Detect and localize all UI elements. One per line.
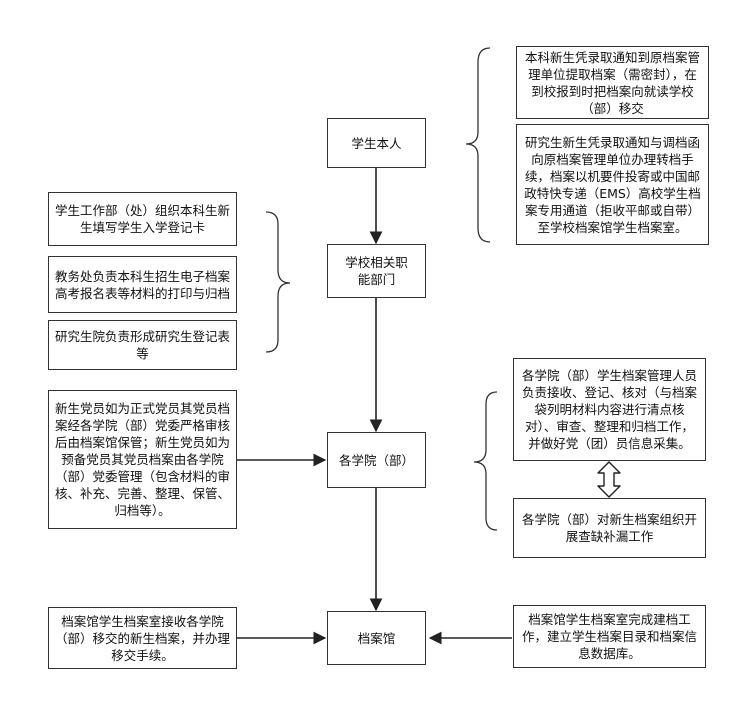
- node-archive-receive: 档案馆学生档案室接收各学院（部）移交的新生档案，并办理移交手续。: [48, 607, 237, 669]
- node-undergrad-transfer: 本科新生凭录取通知到原档案管理单位提取档案（需密封），在到校报到时把档案向就读学…: [516, 46, 709, 119]
- double-arrow-icon: [597, 461, 621, 498]
- node-college-supplement: 各学院（部）对新生档案组织开展查缺补漏工作: [513, 498, 706, 558]
- node-academic-affairs: 教务处负责本科生招生电子档案高考报名表等材料的打印与归档: [48, 256, 237, 313]
- brace-college: [473, 391, 498, 531]
- node-college: 各学院（部）: [327, 432, 426, 488]
- node-party-members: 新生党员如为正式党员其党员档案经各学院（部）党委严格审核后由档案馆保管；新生党员…: [48, 390, 237, 529]
- node-student-affairs: 学生工作部（处）组织本科生新生填写学生入学登记卡: [48, 192, 237, 246]
- node-college-staff: 各学院（部）学生档案管理人员负责接收、登记、核对（与档案袋列明材料内容进行清点核…: [513, 358, 706, 461]
- brace-student: [465, 47, 491, 243]
- node-student-self: 学生本人: [327, 118, 426, 168]
- brace-dept: [265, 211, 291, 353]
- node-archive-build: 档案馆学生档案室完成建档工作，建立学生档案目录和档案信息数据库。: [513, 605, 706, 668]
- node-archive-office: 档案馆: [327, 611, 426, 665]
- node-school-dept: 学校相关职能部门: [327, 244, 426, 298]
- node-grad-school: 研究生院负责形成研究生登记表等: [48, 320, 237, 370]
- node-grad-transfer: 研究生新生凭录取通知与调档函向原档案管理单位办理转档手续，档案以机要件投寄或中国…: [516, 124, 709, 245]
